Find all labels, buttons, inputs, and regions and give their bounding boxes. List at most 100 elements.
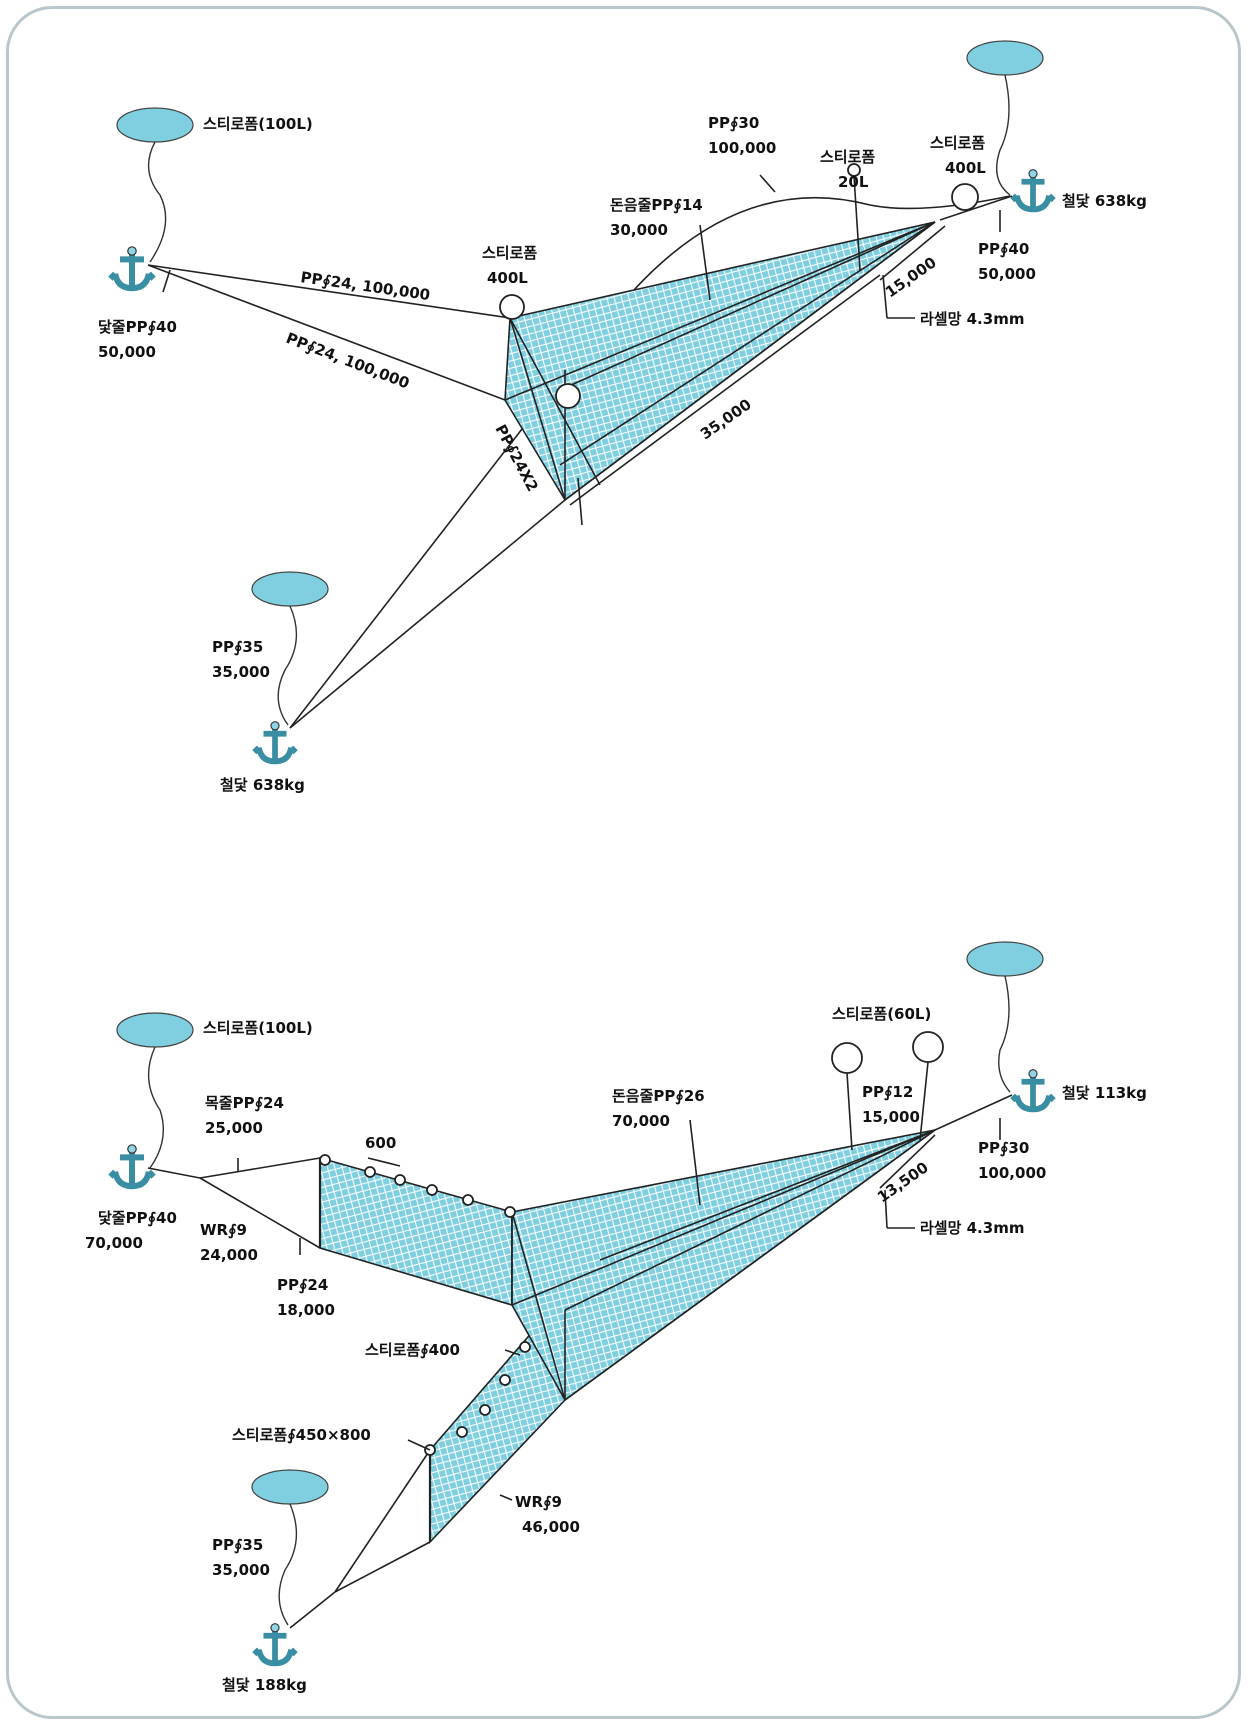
anchor-icon	[1012, 170, 1053, 210]
label-pp35-length: 35,000	[212, 663, 270, 681]
mooring-rope	[289, 1591, 336, 1629]
label-rope-upper: PP∮24, 100,000	[299, 268, 431, 304]
float-line	[846, 1072, 853, 1151]
net-frame-line	[509, 317, 566, 501]
mooring-rope	[934, 1094, 1013, 1131]
label-pp40-right-length: 50,000	[978, 265, 1036, 283]
anchor-icon	[110, 1145, 153, 1186]
anchor-icon	[1012, 1070, 1053, 1110]
label-pp35: PP∮35	[212, 638, 263, 656]
diagram-1: 스티로폼(100L) PP∮30 100,000 스티로폼 20L 스티로폼 4…	[98, 40, 1147, 794]
label-anchor-line-length: 70,000	[85, 1234, 143, 1252]
label-rope-lower: PP∮24, 100,000	[284, 329, 412, 393]
float-icon	[555, 383, 581, 409]
label-wr9-bottom-length: 46,000	[522, 1518, 580, 1536]
label-neck-line-length: 25,000	[205, 1119, 263, 1137]
float-icon	[499, 1374, 511, 1386]
buoy-rope	[147, 1046, 164, 1169]
buoy-icon	[251, 1469, 329, 1505]
buoy-rope	[998, 975, 1011, 1093]
buoy-icon	[116, 107, 194, 143]
mooring-rope	[147, 264, 511, 319]
wing-net-upper	[319, 1156, 513, 1307]
float-icon	[426, 1184, 438, 1196]
net-frame-line	[599, 1129, 936, 1261]
label-length-15000: 15,000	[882, 253, 940, 301]
mooring-rope	[199, 1177, 321, 1249]
label-styro-400l-right-size: 400L	[945, 159, 986, 177]
net-frame-line	[559, 221, 936, 466]
float-icon	[504, 1206, 516, 1218]
leader-line	[882, 274, 888, 319]
dimension-line	[879, 1134, 936, 1189]
dimension-line	[367, 1157, 401, 1167]
float-icon	[951, 183, 979, 211]
buoy-rope	[278, 1503, 298, 1626]
buoy-icon	[966, 40, 1044, 76]
label-net-mesh: 라셀망 4.3mm	[920, 310, 1024, 328]
label-wr9-length: 24,000	[200, 1246, 258, 1264]
label-anchor-bottom: 철닻 638kg	[220, 776, 305, 794]
label-wr9: WR∮9	[200, 1221, 247, 1239]
leader-line	[504, 1349, 521, 1356]
diagram-2: 스티로폼(100L) 스티로폼(60L) 철닻 113kg 목줄PP∮24 25…	[85, 941, 1147, 1694]
label-styro-100l: 스티로폼(100L)	[203, 115, 313, 133]
float-icon	[394, 1174, 406, 1186]
label-pp35-length: 35,000	[212, 1561, 270, 1579]
label-pp30: PP∮30	[978, 1139, 1029, 1157]
label-styro-400l-mid-size: 400L	[487, 269, 528, 287]
dimension-line	[577, 477, 583, 526]
label-styro-60l: 스티로폼(60L)	[832, 1005, 931, 1023]
leader-line	[499, 1494, 513, 1501]
float-icon	[364, 1166, 376, 1178]
label-anchor-bottom: 철닻 188kg	[222, 1676, 307, 1694]
label-styro-100l: 스티로폼(100L)	[203, 1019, 313, 1037]
dimension-line	[879, 225, 946, 281]
net-frame-line	[509, 317, 601, 486]
mooring-rope	[939, 195, 1013, 221]
net-frame-line	[564, 1129, 936, 1401]
float-line	[919, 1061, 929, 1141]
anchor-icon	[254, 1624, 295, 1664]
label-net-mesh: 라셀망 4.3mm	[920, 1219, 1024, 1237]
label-pp30-length: 100,000	[708, 139, 776, 157]
label-dunum-length: 30,000	[610, 221, 668, 239]
net-frame-line	[511, 1211, 566, 1401]
mooring-rope	[147, 264, 506, 401]
label-spacing: 600	[365, 1134, 396, 1152]
label-anchor-right: 철닻 638kg	[1062, 192, 1147, 210]
label-styro-400l-right: 스티로폼	[930, 134, 985, 152]
float-icon	[479, 1404, 491, 1416]
float-icon	[499, 294, 525, 320]
label-pp30-length: 100,000	[978, 1164, 1046, 1182]
mooring-rope	[334, 1541, 431, 1593]
label-pp24: PP∮24	[277, 1276, 328, 1294]
float-icon	[319, 1154, 331, 1166]
label-pp35: PP∮35	[212, 1536, 263, 1554]
label-dunum-length: 70,000	[612, 1112, 670, 1130]
buoy-icon	[966, 941, 1044, 977]
label-wr9-bottom: WR∮9	[515, 1493, 562, 1511]
buoy-icon	[116, 1012, 194, 1048]
label-neck-line: 목줄PP∮24	[205, 1094, 284, 1112]
anchor-icon	[110, 247, 153, 288]
label-pp12-length: 15,000	[862, 1108, 920, 1126]
mooring-rope	[334, 1449, 431, 1593]
label-styro-400: 스티로폼∮400	[365, 1341, 460, 1359]
float-icon	[462, 1194, 474, 1206]
mooring-rope	[289, 379, 561, 729]
diagram-frame	[6, 6, 1241, 1719]
label-pp24-length: 18,000	[277, 1301, 335, 1319]
leader-line	[699, 224, 711, 301]
leader-line	[162, 269, 171, 293]
label-anchor-line-length: 50,000	[98, 343, 156, 361]
label-pp30: PP∮30	[708, 114, 759, 132]
label-styro-20l-size: 20L	[838, 173, 869, 191]
label-styro-450: 스티로폼∮450×800	[232, 1426, 371, 1444]
buoy-rope	[996, 74, 1011, 196]
label-pp40-right: PP∮40	[978, 240, 1029, 258]
mooring-rope	[147, 1167, 201, 1179]
net-frame-line	[559, 221, 936, 391]
label-dunum-line: 돈음줄PP∮14	[610, 196, 703, 214]
float-icon	[831, 1042, 863, 1074]
